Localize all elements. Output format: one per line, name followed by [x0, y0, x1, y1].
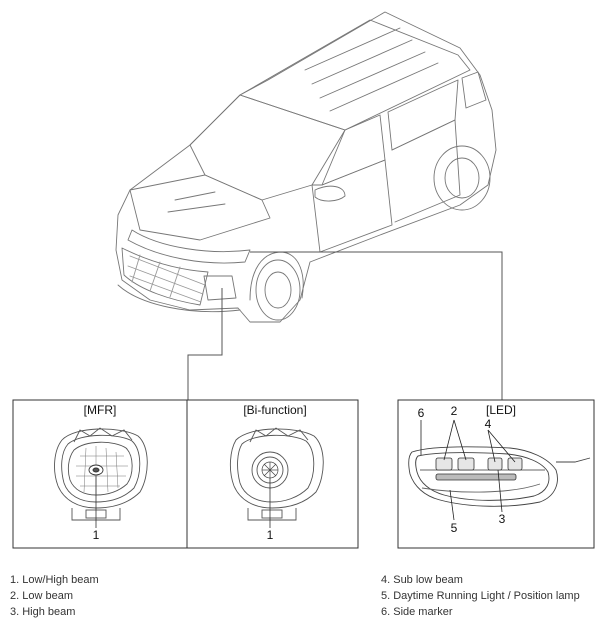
panel-title-led: [LED]: [486, 403, 516, 417]
led-callout-2: 2: [451, 404, 458, 418]
leader-lines: [187, 251, 503, 400]
bifunction-callout-1: 1: [267, 528, 274, 542]
mfr-lamp-drawing: [54, 427, 148, 521]
led-callout-6: 6: [418, 406, 425, 420]
legend-item: 2. Low beam: [10, 590, 73, 602]
bifunction-projector: [261, 461, 279, 479]
mfr-callout-1: 1: [93, 528, 100, 542]
bifunction-lamp-drawing: [229, 427, 324, 521]
legend-item: 3. High beam: [10, 606, 76, 618]
panel-title-mfr: [MFR]: [84, 403, 117, 417]
legend-item: 4. Sub low beam: [381, 574, 463, 586]
headlamp-diagram: [MFR] [Bi-function] [LED] 1 1: [12, 11, 595, 549]
panel-title-bifunction: [Bi-function]: [243, 403, 306, 417]
led-callout-4: 4: [485, 417, 492, 431]
led-callout-5: 5: [451, 521, 458, 535]
mfr-bulb: [88, 464, 104, 476]
led-callout-3: 3: [499, 512, 506, 526]
led-modules: [435, 457, 523, 481]
panel-frames: [12, 399, 595, 549]
mfr-reflector-grid: [76, 446, 128, 494]
car-illustration: [115, 11, 497, 323]
legend-right: 4. Sub low beam 5. Daytime Running Light…: [381, 572, 580, 620]
led-callout-lines: [420, 419, 516, 521]
legend-item: 1. Low/High beam: [10, 574, 99, 586]
legend-left: 1. Low/High beam 2. Low beam 3. High bea…: [10, 572, 99, 620]
legend-item: 5. Daytime Running Light / Position lamp: [381, 590, 580, 602]
legend-item: 6. Side marker: [381, 606, 453, 618]
